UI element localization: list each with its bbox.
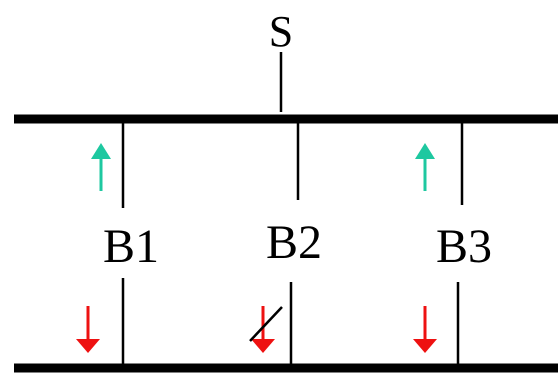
branch-b3-down-arrow-icon bbox=[413, 306, 437, 353]
branch-b2-blocked-slash-icon bbox=[249, 306, 283, 342]
branch-b3-up-arrow-icon bbox=[415, 143, 435, 191]
branch-b3: B3 bbox=[413, 119, 492, 368]
source-label: S bbox=[269, 7, 293, 56]
branch-b1: B1 bbox=[76, 119, 159, 368]
branch-b2-down-arrow-icon bbox=[251, 306, 275, 353]
branch-b1-up-arrow-icon bbox=[91, 143, 111, 191]
branch-b3-label: B3 bbox=[436, 220, 492, 273]
branch-b2: B2 bbox=[249, 119, 322, 368]
branch-b2-label: B2 bbox=[266, 216, 322, 269]
branch-b1-label: B1 bbox=[103, 220, 159, 273]
branch-b1-down-arrow-icon bbox=[76, 306, 100, 353]
